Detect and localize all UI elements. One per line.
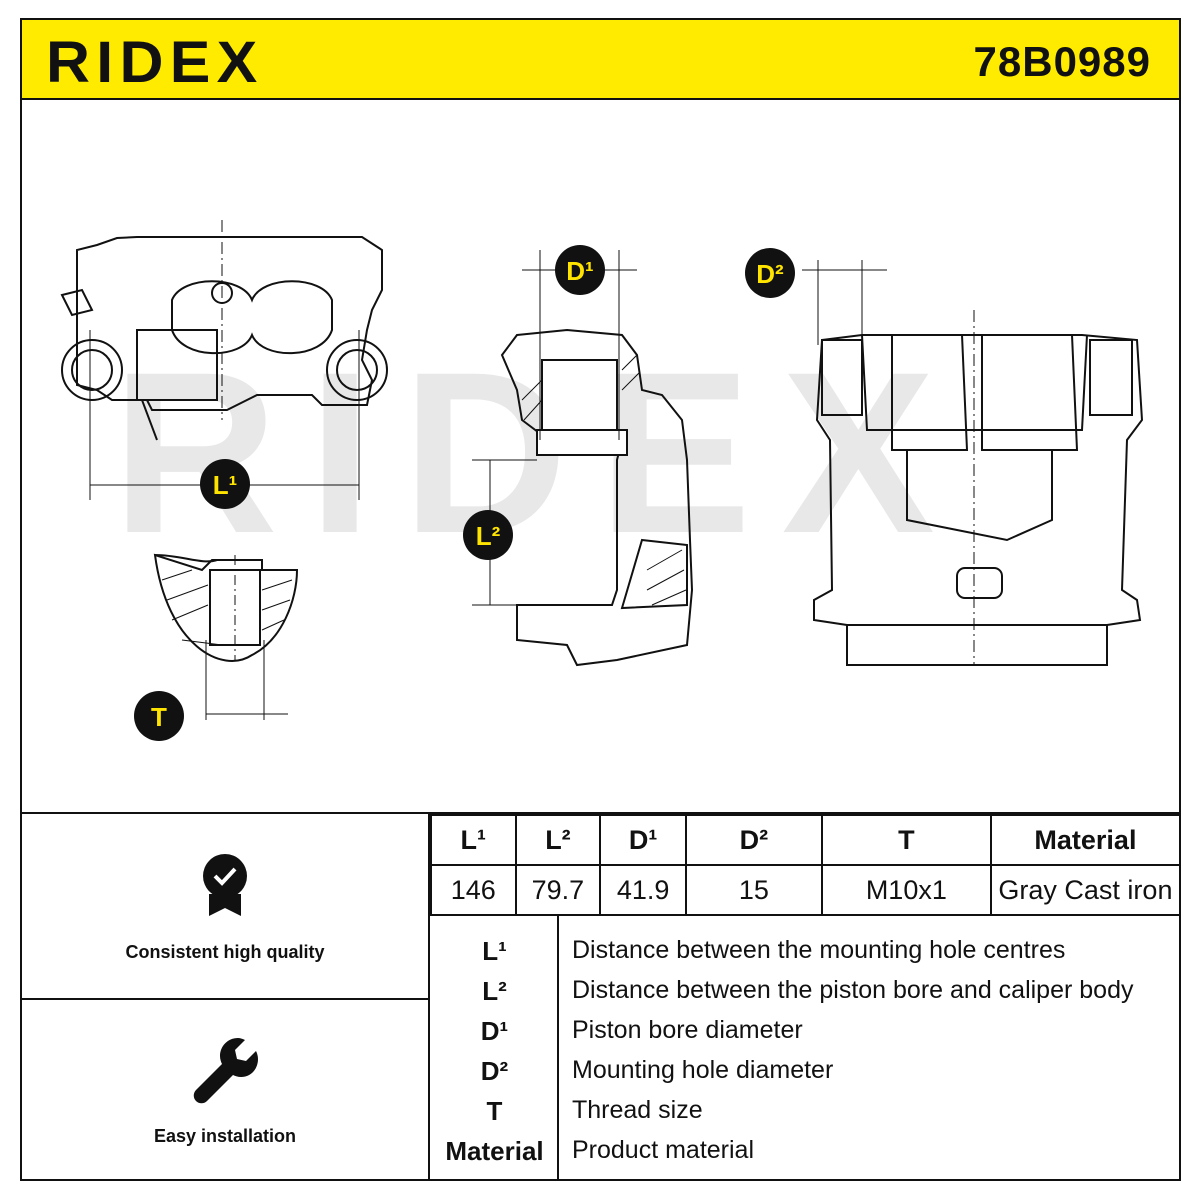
spec-header-material: Material (989, 814, 1182, 866)
spec-value-material: Gray Cast iron (989, 864, 1182, 916)
dim-l1: L¹ (200, 459, 250, 509)
legend-key: L¹ (482, 936, 507, 966)
quality-badge-icon (203, 854, 247, 916)
legend-key: D¹ (480, 1016, 509, 1046)
spec-header-t: T (820, 814, 992, 866)
thread-section-view (153, 553, 299, 720)
watermark-text: RIDEX (112, 324, 965, 581)
legend-desc: Thread size (572, 1096, 703, 1124)
spec-header-d1: D¹ (599, 814, 687, 866)
legend-desc: Distance between the piston bore and cal… (572, 976, 1134, 1004)
dim-t: T (134, 691, 184, 741)
t-badge-label: T (151, 702, 167, 732)
legend-row-l1: L¹ Distance between the mounting hole ce… (432, 930, 1181, 970)
feature-installation (20, 1034, 430, 1109)
side-hatching (521, 354, 687, 606)
legend-desc: Piston bore diameter (572, 1016, 803, 1044)
spec-header-row: L¹ L² D¹ D² T Material (430, 814, 1182, 866)
dim-d2: D² (745, 248, 795, 298)
feature-quality-label: Consistent high quality (125, 942, 325, 962)
spec-value-d1: 41.9 (599, 864, 687, 916)
legend-key: T (486, 1096, 503, 1126)
legend-row-d1: D¹ Piston bore diameter (432, 1010, 1181, 1050)
spec-header-l1: L¹ (430, 814, 517, 866)
dim-l2: L² (463, 510, 513, 560)
legend-key: D² (480, 1056, 509, 1086)
legend-row-t: T Thread size (432, 1090, 1181, 1130)
caliper-front-view (60, 220, 388, 500)
dim-d1: D¹ (555, 245, 605, 295)
technical-drawing: RIDEX L¹ (22, 100, 1179, 812)
legend: L¹ Distance between the mounting hole ce… (432, 916, 1181, 1181)
l1-badge-label: L¹ (213, 470, 238, 500)
features-panel: Consistent high quality Easy installatio… (20, 814, 430, 1181)
thread-hatching (161, 569, 293, 646)
feature-installation-label: Easy installation (153, 1126, 297, 1146)
legend-divider (557, 916, 559, 1181)
spec-value-t: M10x1 (820, 864, 992, 916)
spec-header-l2: L² (514, 814, 602, 866)
wrench-icon (193, 1038, 258, 1104)
l2-badge-label: L² (476, 521, 501, 551)
features-divider (20, 998, 430, 1000)
ridex-logo: RIDEX (46, 20, 326, 105)
spec-value-l1: 146 (430, 864, 517, 916)
caliper-back-view (802, 260, 1144, 666)
legend-row-l2: L² Distance between the piston bore and … (432, 970, 1181, 1010)
legend-desc: Mounting hole diameter (572, 1056, 834, 1084)
feature-quality (20, 850, 430, 925)
legend-key: Material (445, 1136, 544, 1166)
spec-value-l2: 79.7 (514, 864, 602, 916)
spec-value-d2: 15 (684, 864, 823, 916)
d1-badge-label: D¹ (566, 256, 593, 286)
part-number: 78B0989 (973, 38, 1151, 85)
spec-table: L¹ L² D¹ D² T Material 146 79.7 41.9 15 … (430, 814, 1182, 916)
legend-row-material: Material Product material (432, 1130, 1181, 1170)
logo-text: RIDEX (46, 29, 264, 94)
spec-header-d2: D² (684, 814, 823, 866)
specs-section: Consistent high quality Easy installatio… (20, 812, 1182, 1183)
spec-value-row: 146 79.7 41.9 15 M10x1 Gray Cast iron (430, 864, 1182, 916)
legend-desc: Distance between the mounting hole centr… (572, 936, 1066, 964)
caliper-side-view (472, 250, 694, 667)
header-bar: RIDEX 78B0989 (20, 18, 1181, 100)
d2-badge-label: D² (756, 259, 784, 289)
legend-row-d2: D² Mounting hole diameter (432, 1050, 1181, 1090)
legend-desc: Product material (572, 1136, 755, 1164)
legend-key: L² (482, 976, 507, 1006)
